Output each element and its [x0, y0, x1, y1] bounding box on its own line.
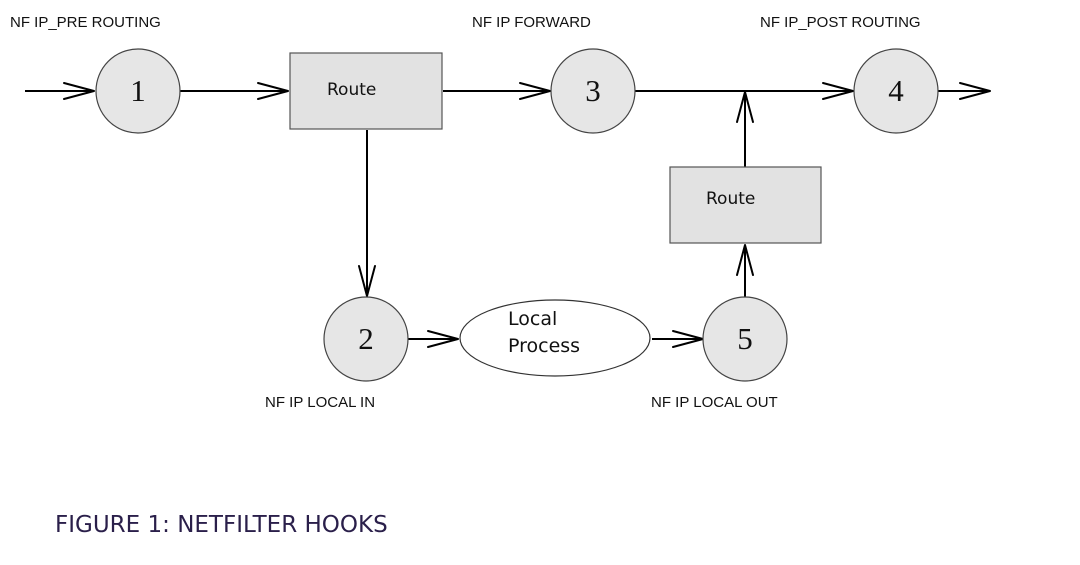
arrowhead-route-to-hook2: [358, 265, 376, 297]
arrowhead-route-to-postrouting: [736, 91, 754, 123]
hook-label-forward: NF IP FORWARD: [472, 14, 591, 31]
route-box-input: Route: [289, 52, 443, 130]
route-rect-output: [669, 166, 822, 244]
hook-number-5: 5: [737, 321, 753, 356]
hook-node-3: 3: [550, 48, 636, 134]
hook-label-local-in: NF IP LOCAL IN: [265, 394, 375, 411]
local-process-label-line2: Process: [508, 335, 580, 357]
hook-circle-3: [550, 48, 636, 134]
hook-label-post-routing: NF IP_POST ROUTING: [760, 14, 921, 31]
arrowhead-hook5-to-route: [736, 244, 754, 276]
arrowhead-route-to-hook3: [519, 82, 551, 100]
hook-number-4: 4: [888, 73, 904, 108]
route-label-input: Route: [327, 80, 376, 100]
hook-node-5: 5: [702, 296, 788, 382]
local-process-label-line1: Local: [508, 308, 557, 330]
hook-label-local-out: NF IP LOCAL OUT: [651, 394, 778, 411]
hook-label-pre-routing: NF IP_PRE ROUTING: [10, 14, 161, 31]
arrowhead-hook3-to-hook4: [822, 82, 854, 100]
local-process-node: Local Process: [459, 299, 651, 377]
local-process-ellipse: [459, 299, 651, 377]
hook-circle-2: [323, 296, 409, 382]
route-box-output: Route: [669, 166, 822, 244]
route-label-output: Route: [706, 189, 755, 209]
arrowhead-incoming: [63, 82, 95, 100]
arrowhead-hook2-to-process: [427, 330, 459, 348]
route-rect-input: [289, 52, 443, 130]
hook-node-4: 4: [853, 48, 939, 134]
hook-number-3: 3: [585, 73, 601, 108]
arrowhead-hook1-to-route: [257, 82, 289, 100]
hook-node-1: 1: [95, 48, 181, 134]
hook-number-2: 2: [358, 321, 374, 356]
hook-number-1: 1: [130, 73, 146, 108]
figure-caption: FIGURE 1: NETFILTER HOOKS: [55, 512, 388, 538]
arrowhead-outgoing: [959, 82, 991, 100]
hook-circle-5: [702, 296, 788, 382]
hook-circle-1: [95, 48, 181, 134]
hook-circle-4: [853, 48, 939, 134]
hook-node-2: 2: [323, 296, 409, 382]
